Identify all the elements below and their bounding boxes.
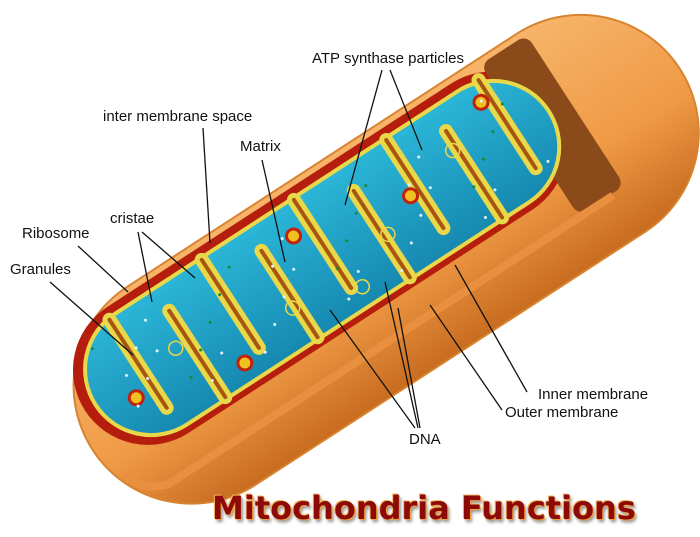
- granule: [285, 227, 303, 245]
- crista-inner-space: [443, 129, 505, 220]
- ribosome-dot: [354, 211, 358, 215]
- leader-dna-1: [329, 309, 416, 429]
- crista-inner-space: [107, 317, 169, 410]
- leader-lines: [49, 69, 528, 429]
- outer-membrane-lip: [122, 192, 616, 491]
- ribosome-dot: [481, 157, 485, 161]
- ribosome-dot: [345, 239, 349, 243]
- ribosome-dot: [409, 241, 413, 245]
- ribosome-dot: [134, 346, 138, 350]
- crista-inner-space: [351, 188, 412, 280]
- ribosome-dot: [335, 266, 339, 270]
- ribosome-dot: [199, 348, 203, 352]
- leader-cristae-2: [141, 231, 196, 279]
- leader-matrix: [261, 159, 286, 263]
- leader-cristae-1: [137, 231, 153, 303]
- granule: [127, 389, 145, 407]
- ribosome-dot: [356, 269, 360, 273]
- leader-dna-3: [397, 307, 421, 429]
- ribosome-dot: [428, 186, 432, 190]
- label-cristae: cristae: [110, 210, 155, 227]
- dna-loop: [444, 142, 461, 159]
- ribosome-dot: [146, 376, 150, 380]
- ribosome-dot: [500, 102, 504, 106]
- matrix-region: [83, 78, 562, 438]
- ribosome-dot: [144, 318, 148, 322]
- ribosome-dot: [483, 215, 487, 219]
- title-banner: Mitochondria Functions: [212, 489, 636, 527]
- ribosome-dot: [90, 347, 94, 351]
- leader-atp-2: [389, 69, 423, 151]
- dna-loop: [284, 300, 301, 316]
- crista-inner-space: [291, 197, 354, 290]
- ribosome-dot: [282, 295, 286, 299]
- crista-inner-space: [476, 78, 538, 171]
- leader-intermembrane: [202, 127, 211, 244]
- crista-inner-space: [259, 248, 320, 340]
- ribosome-dot: [472, 185, 476, 189]
- ribosome-dot: [400, 269, 404, 273]
- ribosome-dot: [189, 376, 193, 380]
- ribosome-dot: [292, 267, 296, 271]
- leader-granules: [49, 281, 134, 356]
- ribosome-dot: [491, 130, 495, 134]
- label-matrix: Matrix: [240, 138, 281, 155]
- ribosome-dot: [419, 213, 423, 217]
- leader-inner: [454, 264, 528, 393]
- ribosome-dot: [136, 404, 140, 408]
- ribosome-dot: [417, 155, 421, 159]
- leader-ribosome: [77, 245, 129, 293]
- label-ribosome: Ribosome: [22, 225, 90, 242]
- leader-outer: [429, 304, 503, 411]
- label-outer-membrane: Outer membrane: [505, 404, 619, 421]
- ribosome-dot: [220, 351, 224, 355]
- crista-inner-space: [167, 308, 228, 400]
- ribosome-dot: [208, 320, 212, 324]
- leader-dna-2: [384, 281, 419, 429]
- ribosome-dot: [493, 188, 497, 192]
- crista-inner-space: [199, 257, 261, 350]
- ribosome-dot: [280, 237, 284, 241]
- dna-loop: [167, 340, 184, 357]
- ribosome-dot: [263, 350, 267, 354]
- ribosome-dot: [364, 184, 368, 188]
- ribosome-dot: [210, 379, 214, 383]
- ribosome-dot: [273, 323, 277, 327]
- ribosome-dot: [218, 293, 222, 297]
- ribosome-dot: [155, 349, 159, 353]
- dna-loop: [354, 278, 371, 295]
- label-dna: DNA: [409, 431, 441, 448]
- ribosome-dot: [546, 159, 550, 163]
- leader-atp-1: [344, 69, 383, 206]
- cristae-group: [102, 73, 543, 415]
- ribosome-dot: [479, 99, 483, 103]
- ribosome-dot: [271, 264, 275, 268]
- particles-group: [90, 93, 550, 408]
- ribosome-dot: [227, 265, 231, 269]
- label-intermembrane-space: inter membrane space: [103, 108, 253, 125]
- dna-loop: [380, 226, 396, 243]
- ribosome-dot: [407, 183, 411, 187]
- ribosome-dot: [125, 373, 129, 377]
- label-granules: Granules: [10, 261, 71, 278]
- crista-inner-space: [384, 138, 446, 231]
- granule: [236, 354, 254, 372]
- granule: [402, 187, 420, 205]
- ribosome-dot: [347, 297, 351, 301]
- label-atp-synthase: ATP synthase particles: [312, 50, 465, 67]
- label-inner-membrane: Inner membrane: [538, 386, 649, 403]
